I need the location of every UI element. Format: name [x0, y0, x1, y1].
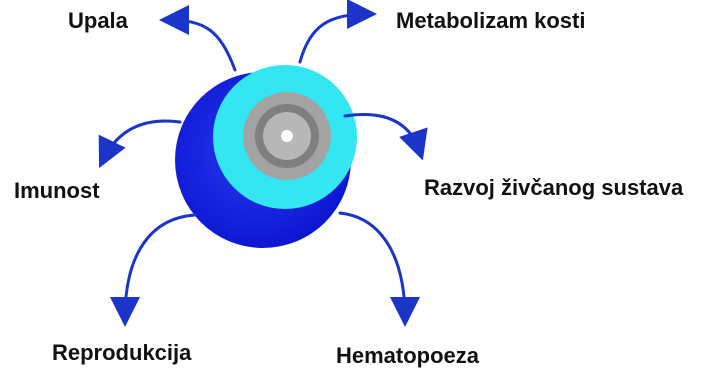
- label-reprodukcija: Reprodukcija: [52, 342, 191, 364]
- label-upala: Upala: [68, 10, 128, 32]
- label-razvoj-zivcanog-sustava: Razvoj živčanog sustava: [424, 177, 683, 199]
- arrow-metabolizam-icon: [300, 14, 368, 62]
- arrow-upala-icon: [168, 20, 235, 70]
- core-highlight-icon: [281, 130, 293, 142]
- arrow-imunost-icon: [103, 121, 180, 160]
- label-imunost: Imunost: [14, 180, 100, 202]
- label-metabolizam-kosti: Metabolizam kosti: [396, 10, 585, 32]
- label-hematopoeza: Hematopoeza: [336, 345, 479, 367]
- arrow-hematopoeza-icon: [340, 213, 405, 318]
- arrow-reprodukcija-icon: [125, 215, 195, 318]
